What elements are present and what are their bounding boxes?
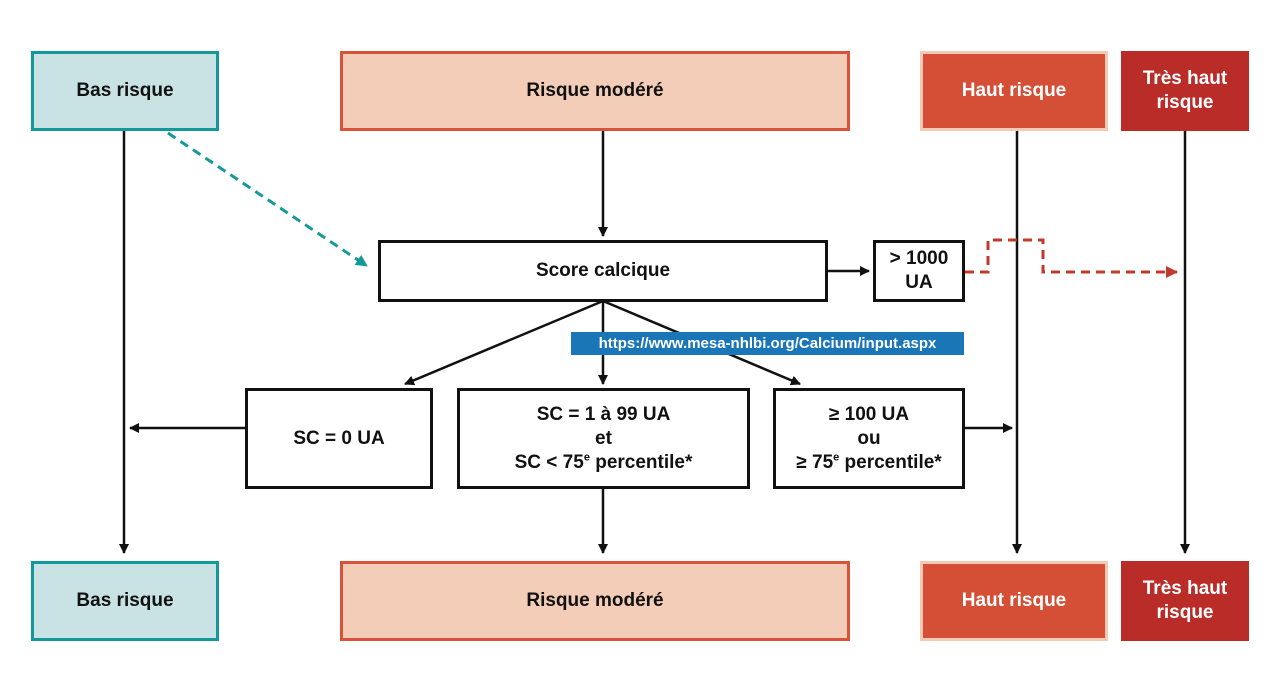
line3: SC < 75e percentile* xyxy=(515,451,693,475)
bottom-moderate-risk-box: Risque modéré xyxy=(340,561,850,641)
label: > 1000 UA xyxy=(889,248,949,293)
line3-pre: ≥ 75 xyxy=(796,451,834,473)
line2: ou xyxy=(857,427,881,449)
label: SC = 0 UA xyxy=(293,427,385,449)
bottom-high-risk-box: Haut risque xyxy=(920,561,1108,641)
arrow-score-to-zero xyxy=(404,299,604,386)
line2: et xyxy=(595,427,612,449)
line3-pre: SC < 75 xyxy=(514,451,584,473)
dashed-arrow-threshold-to-veryhigh xyxy=(965,238,1178,278)
score-zero-box: SC = 0 UA xyxy=(245,388,433,489)
calcium-score-box: Score calcique xyxy=(378,240,828,302)
top-moderate-risk-box: Risque modéré xyxy=(340,51,850,131)
label: Haut risque xyxy=(961,80,1067,101)
bottom-very-high-risk-box: Très haut risque xyxy=(1121,561,1249,641)
line3: ≥ 75e percentile* xyxy=(796,451,941,475)
top-high-risk-box: Haut risque xyxy=(920,51,1108,131)
bottom-low-risk-box: Bas risque xyxy=(31,561,219,641)
label: Très haut risque xyxy=(1142,68,1228,113)
line3-sup: e xyxy=(833,451,840,464)
label: Haut risque xyxy=(961,590,1067,611)
label: Bas risque xyxy=(76,80,174,101)
score-100-plus-box: ≥ 100 UA ou ≥ 75e percentile* xyxy=(773,388,965,489)
line1: SC = 1 à 99 UA xyxy=(536,403,671,425)
label: Risque modéré xyxy=(526,590,664,611)
dashed-arrow-low-to-score xyxy=(167,131,368,268)
label: ≥ 100 UA ou ≥ 75e percentile* xyxy=(796,403,941,475)
mesa-calculator-link[interactable]: https://www.mesa-nhlbi.org/Calcium/input… xyxy=(571,332,964,355)
threshold-1000-box: > 1000 UA xyxy=(873,240,965,302)
line1: ≥ 100 UA xyxy=(828,403,910,425)
label: SC = 1 à 99 UA et SC < 75e percentile* xyxy=(515,403,693,475)
score-1-99-box: SC = 1 à 99 UA et SC < 75e percentile* xyxy=(457,388,750,489)
top-very-high-risk-box: Très haut risque xyxy=(1121,51,1249,131)
label: Bas risque xyxy=(76,590,174,611)
line3-post: percentile* xyxy=(839,451,942,473)
top-low-risk-box: Bas risque xyxy=(31,51,219,131)
label: Score calcique xyxy=(535,260,671,281)
url-text[interactable]: https://www.mesa-nhlbi.org/Calcium/input… xyxy=(598,335,937,352)
line3-sup: e xyxy=(583,451,590,464)
line3-post: percentile* xyxy=(589,451,693,473)
label: Très haut risque xyxy=(1142,578,1228,623)
label: Risque modéré xyxy=(526,80,664,101)
